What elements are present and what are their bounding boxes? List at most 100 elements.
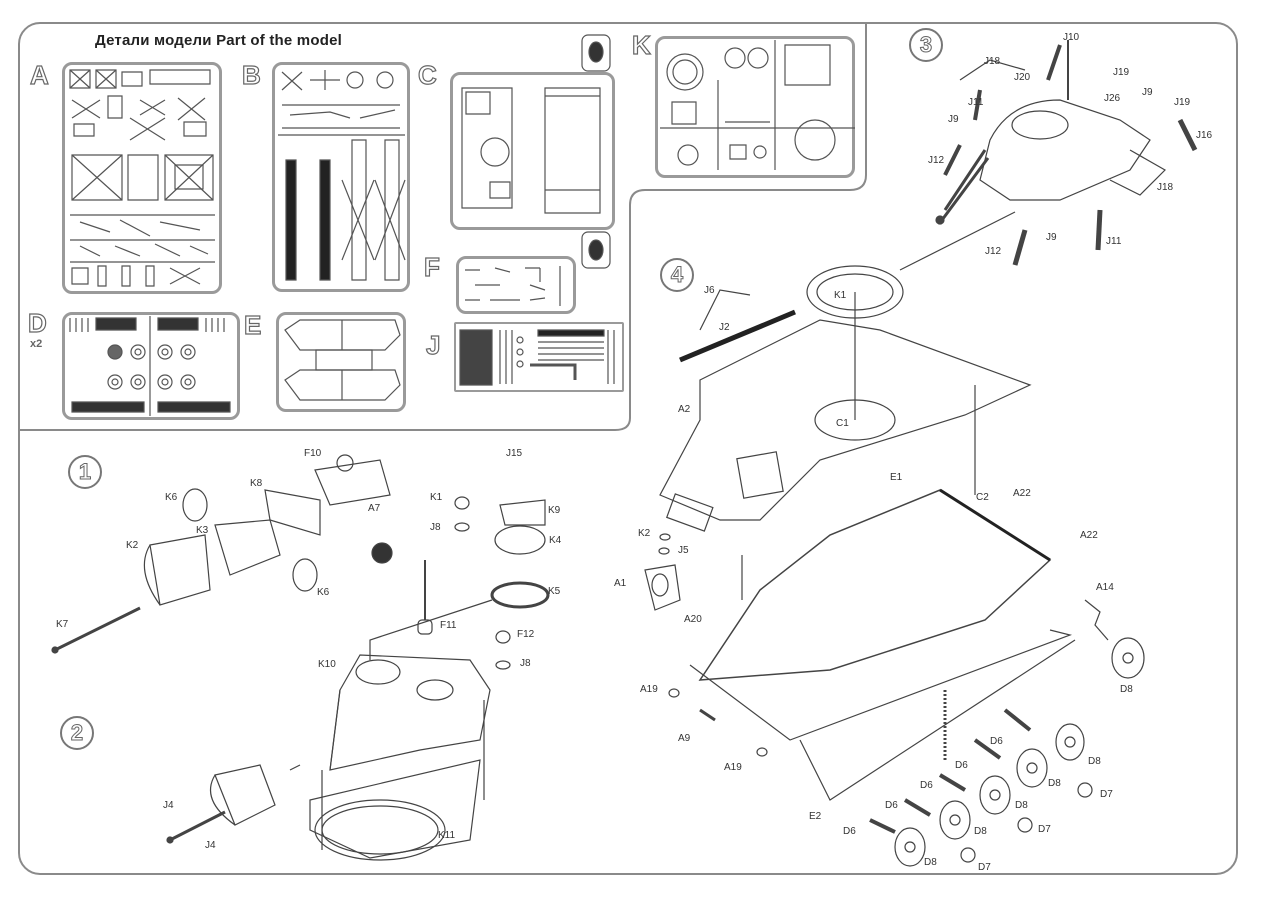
part-label-j16: J16	[1196, 130, 1213, 141]
part-label-j8-bottom: J8	[520, 658, 531, 669]
sprue-a-parts	[70, 70, 215, 286]
sprue-j-parts	[460, 330, 614, 385]
part-label-k11: K11	[438, 830, 456, 841]
part-label-k2: K2	[126, 540, 139, 551]
part-label-a20: A20	[684, 614, 702, 625]
sprue-letter-a: A	[29, 59, 49, 90]
sprue-d-quantity: x2	[30, 338, 43, 350]
part-label-d7-3: D7	[978, 862, 991, 873]
step-3-number: 3	[909, 28, 943, 62]
sprue-d-parts	[70, 316, 230, 416]
part-label-j4-left: J4	[163, 800, 174, 811]
part-label-k4: K4	[549, 535, 562, 546]
part-label-f12: F12	[517, 629, 535, 640]
part-label-a22-right: A22	[1080, 530, 1098, 541]
sprue-letter-c: C	[417, 59, 437, 90]
part-label-j12-bottom: J12	[985, 246, 1002, 257]
step-1-number: 1	[68, 455, 102, 489]
part-label-k8: K8	[250, 478, 263, 489]
step-3-turret-drawing	[900, 40, 1195, 270]
sprue-letter-j: J	[425, 329, 441, 360]
step-2-gun-drawing	[167, 700, 484, 850]
part-label-a19-bottom: A19	[724, 762, 742, 773]
part-label-j18-top: J18	[984, 56, 1001, 67]
part-label-d6-4: D6	[885, 800, 898, 811]
step-1-gun-assembly-drawing	[52, 455, 390, 653]
part-label-j19-right: J19	[1174, 97, 1191, 108]
part-label-j11-bottom: J11	[1106, 236, 1122, 247]
sprue-k-parts	[660, 40, 855, 170]
part-label-d6-3: D6	[920, 780, 933, 791]
part-label-d6-5: D6	[843, 826, 856, 837]
sprue-letter-k: K	[631, 29, 651, 60]
part-label-k9: K9	[548, 505, 561, 516]
part-label-j6: J6	[704, 285, 715, 296]
step-4-upper-hull-drawing	[660, 266, 1030, 531]
sprue-c-parts	[462, 35, 610, 268]
part-label-a1: A1	[614, 578, 627, 589]
part-label-d6-2: D6	[955, 760, 968, 771]
part-label-e2: E2	[809, 811, 822, 822]
part-label-j4-bottom: J4	[205, 840, 216, 851]
part-label-a7: A7	[368, 503, 381, 514]
sprue-letter-d: D	[27, 307, 47, 338]
part-label-d7-2: D7	[1038, 824, 1051, 835]
sprue-letter-e: E	[243, 309, 262, 340]
part-label-k1-ring: K1	[834, 290, 847, 301]
part-label-c1: C1	[836, 418, 849, 429]
part-label-k1: K1	[430, 492, 443, 503]
step-4-lower-hull-drawing	[690, 385, 1075, 800]
sprue-letter-b: B	[241, 59, 261, 90]
part-label-j19-top: J19	[1113, 67, 1130, 78]
part-label-j15: J15	[506, 448, 523, 459]
part-label-k5: K5	[548, 586, 561, 597]
part-label-d8-idler: D8	[1120, 684, 1133, 695]
sprue-c-frame	[450, 72, 615, 230]
part-label-k10: K10	[318, 659, 336, 670]
part-label-j9-right: J9	[1142, 87, 1153, 98]
part-label-d8-4: D8	[974, 826, 987, 837]
part-label-a22-top: A22	[1013, 488, 1031, 499]
sprue-e-parts	[285, 320, 400, 400]
part-label-j11-left: J11	[968, 97, 984, 108]
sprue-e-frame	[276, 312, 406, 412]
part-label-a14: A14	[1096, 582, 1114, 593]
part-label-k3: K3	[196, 525, 209, 536]
part-label-a19-top: A19	[640, 684, 658, 695]
part-label-d8-1: D8	[1088, 756, 1101, 767]
sprue-letter-f: F	[423, 251, 440, 282]
part-label-j10: J10	[1063, 32, 1080, 43]
part-label-k2-hatch: K2	[638, 528, 651, 539]
part-label-a2: A2	[678, 404, 691, 415]
part-label-d8-3: D8	[1015, 800, 1028, 811]
part-label-d8-2: D8	[1048, 778, 1061, 789]
part-label-d6-1: D6	[990, 736, 1003, 747]
part-label-k7: K7	[56, 619, 69, 630]
part-label-c2: C2	[976, 492, 989, 503]
instruction-sheet-border	[18, 22, 1238, 875]
part-label-d7-1: D7	[1100, 789, 1113, 800]
part-label-j9-left: J9	[948, 114, 959, 125]
step-2-number: 2	[60, 716, 94, 750]
part-label-j5: J5	[678, 545, 689, 556]
part-label-j12-left: J12	[928, 155, 945, 166]
part-label-a9: A9	[678, 733, 691, 744]
part-label-d8-5: D8	[924, 857, 937, 868]
part-label-j20: J20	[1014, 72, 1031, 83]
part-label-j2: J2	[719, 322, 730, 333]
part-label-f11: F11	[440, 620, 457, 631]
part-label-k6-top: K6	[165, 492, 178, 503]
part-label-j26: J26	[1104, 93, 1121, 104]
part-label-e1: E1	[890, 472, 903, 483]
parts-title: Детали модели Part of the model	[95, 32, 342, 49]
part-label-j9-bottom: J9	[1046, 232, 1057, 243]
sprue-b-parts	[278, 70, 405, 280]
part-label-k6-bottom: K6	[317, 587, 330, 598]
part-label-j8-top: J8	[430, 522, 441, 533]
step-1-turret-drawing	[310, 497, 548, 860]
step-4-small-parts	[645, 534, 1144, 866]
part-label-f10: F10	[304, 448, 322, 459]
